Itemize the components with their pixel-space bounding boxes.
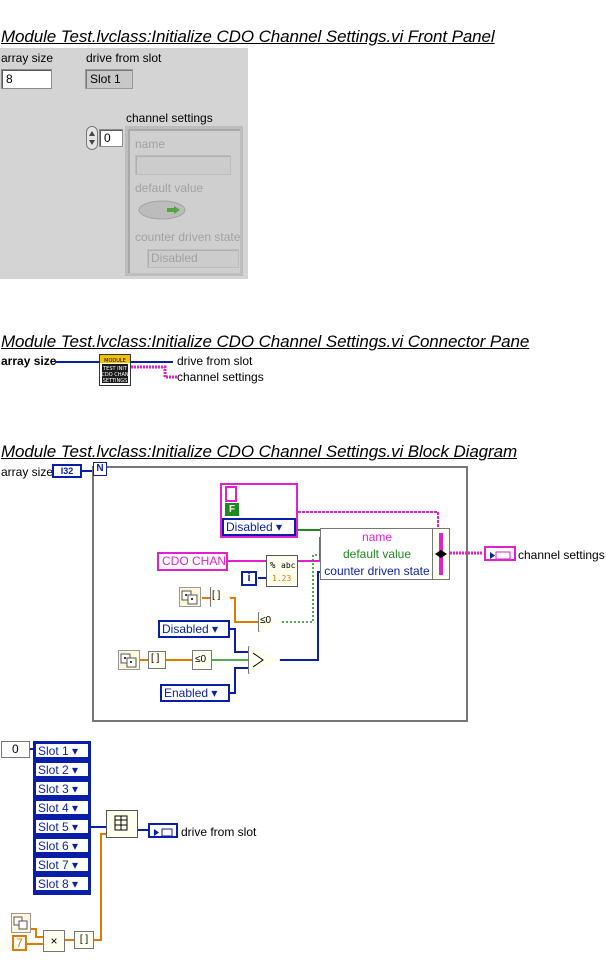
- drive-from-slot-terminal: [148, 823, 178, 838]
- compare-glyph-1: ≤0: [260, 615, 272, 626]
- svg-text:%: %: [270, 561, 276, 571]
- counter-driven-state-field[interactable]: Disabled: [147, 249, 239, 268]
- slot-item[interactable]: Slot 5 ▾: [35, 819, 89, 834]
- bundle-field-counter-driven-state: counter driven state: [324, 564, 430, 578]
- slot-value: Slot 7: [38, 858, 69, 872]
- drive-from-slot-indicator: Slot 1: [85, 69, 133, 89]
- compare-glyph-2: ≤0: [195, 654, 207, 665]
- iteration-terminal: i: [241, 571, 257, 586]
- slot-item[interactable]: Slot 1 ▾: [35, 743, 89, 758]
- round-glyph-1: [ ]: [212, 590, 221, 601]
- bundle-by-name-node[interactable]: [320, 528, 434, 580]
- round-glyph-2: [ ]: [151, 653, 160, 664]
- name-string-constant[interactable]: [225, 486, 237, 502]
- array-size-wire: [82, 470, 94, 472]
- slot-enum-array-constant[interactable]: Slot 1 ▾ Slot 2 ▾ Slot 3 ▾ Slot 4 ▾ Slot…: [33, 741, 91, 895]
- connector-output-drive-from-slot: drive from slot: [177, 354, 253, 368]
- connector-input-wire: [55, 361, 100, 363]
- name-label: name: [135, 137, 166, 151]
- bundle-field-default-value: default value: [342, 547, 412, 561]
- channel-settings-label: channel settings: [126, 111, 213, 125]
- slot-value: Slot 2: [38, 763, 69, 777]
- connector-pane-title: Module Test.lvclass:Initialize CDO Chann…: [1, 332, 530, 351]
- bool-false-constant[interactable]: F: [225, 503, 239, 516]
- multiply-node[interactable]: ×: [43, 930, 65, 952]
- bd-drive-from-slot-label: drive from slot: [181, 825, 257, 839]
- slot-array-index[interactable]: 0: [1, 741, 30, 758]
- svg-text:CDO CHAN: CDO CHAN: [101, 372, 129, 378]
- slot-value: Slot 5: [38, 820, 69, 834]
- slot-value: Slot 4: [38, 801, 69, 815]
- name-field[interactable]: [135, 155, 231, 175]
- block-diagram-title: Module Test.lvclass:Initialize CDO Chann…: [1, 442, 518, 461]
- svg-text:abc: abc: [281, 561, 296, 570]
- array-size-terminal[interactable]: I32: [52, 464, 82, 478]
- svg-text:MODULE: MODULE: [104, 358, 126, 364]
- bundle-field-name: name: [361, 530, 393, 544]
- front-panel-title: Module Test.lvclass:Initialize CDO Chann…: [1, 27, 495, 46]
- array-index-input[interactable]: 0: [99, 129, 123, 147]
- random-number-node-3[interactable]: [11, 913, 31, 933]
- slot-item[interactable]: Slot 2 ▾: [35, 762, 89, 777]
- disabled-enum-constant[interactable]: Disabled ▾: [158, 620, 230, 638]
- array-index-spinner[interactable]: [86, 126, 98, 150]
- round-to-nearest-node-3[interactable]: [ ]: [74, 931, 94, 949]
- slot-item[interactable]: Slot 8 ▾: [35, 876, 89, 891]
- array-size-label: array size: [1, 51, 54, 65]
- index-array-node[interactable]: [106, 810, 138, 838]
- svg-text:1.23: 1.23: [272, 574, 291, 583]
- enum-value: Disabled: [162, 622, 209, 636]
- slot-item[interactable]: Slot 7 ▾: [35, 857, 89, 872]
- counter-driven-state-label: counter driven state: [135, 230, 241, 244]
- channel-settings-wire: [131, 365, 177, 379]
- less-equal-zero-node-2[interactable]: ≤0: [192, 650, 212, 670]
- slot-item[interactable]: Slot 3 ▾: [35, 781, 89, 796]
- slot-value: Slot 6: [38, 839, 69, 853]
- default-value-label: default value: [135, 181, 204, 195]
- slot-value: Slot 3: [38, 782, 69, 796]
- random-number-node-2[interactable]: [118, 650, 140, 670]
- slot-value: Slot 8: [38, 877, 69, 891]
- channel-settings-terminal: [484, 546, 516, 561]
- front-panel: array size 8 drive from slot Slot 1 chan…: [0, 48, 248, 279]
- svg-text:TEST INIT: TEST INIT: [102, 366, 128, 372]
- connector-output-channel-settings: channel settings: [177, 370, 264, 384]
- slot-item[interactable]: Slot 4 ▾: [35, 800, 89, 815]
- connector-input-array-size: array size: [1, 354, 57, 368]
- format-into-string-node[interactable]: % abc 1.23: [266, 555, 298, 587]
- vi-icon[interactable]: MODULE TEST INIT CDO CHAN SETTINGS: [99, 354, 131, 386]
- enum-value: Disabled: [226, 520, 273, 534]
- cdo-chan-string-constant[interactable]: CDO CHAN: [157, 552, 228, 571]
- bd-channel-settings-label: channel settings: [518, 548, 605, 562]
- svg-text:SETTINGS: SETTINGS: [103, 378, 128, 384]
- bundle-input-cluster: [432, 528, 450, 580]
- loop-count-terminal: N: [93, 462, 107, 476]
- array-size-input[interactable]: 8: [1, 69, 52, 89]
- round-to-nearest-node-2[interactable]: [ ]: [148, 651, 166, 669]
- bd-array-size-label: array size: [1, 465, 54, 479]
- random-number-node-1[interactable]: [179, 587, 201, 607]
- disabled-enum-constant-top[interactable]: Disabled ▾: [222, 518, 296, 536]
- enabled-enum-constant[interactable]: Enabled ▾: [160, 684, 230, 702]
- channel-settings-cluster: name default value counter driven state …: [125, 126, 243, 276]
- slot-value: Slot 1: [38, 744, 69, 758]
- slot-item[interactable]: Slot 6 ▾: [35, 838, 89, 853]
- drive-from-slot-wire: [131, 361, 173, 363]
- enum-value: Enabled: [164, 686, 209, 700]
- default-value-led[interactable]: [137, 199, 187, 221]
- drive-from-slot-label: drive from slot: [86, 51, 162, 65]
- multiplier-constant[interactable]: 7: [12, 935, 27, 951]
